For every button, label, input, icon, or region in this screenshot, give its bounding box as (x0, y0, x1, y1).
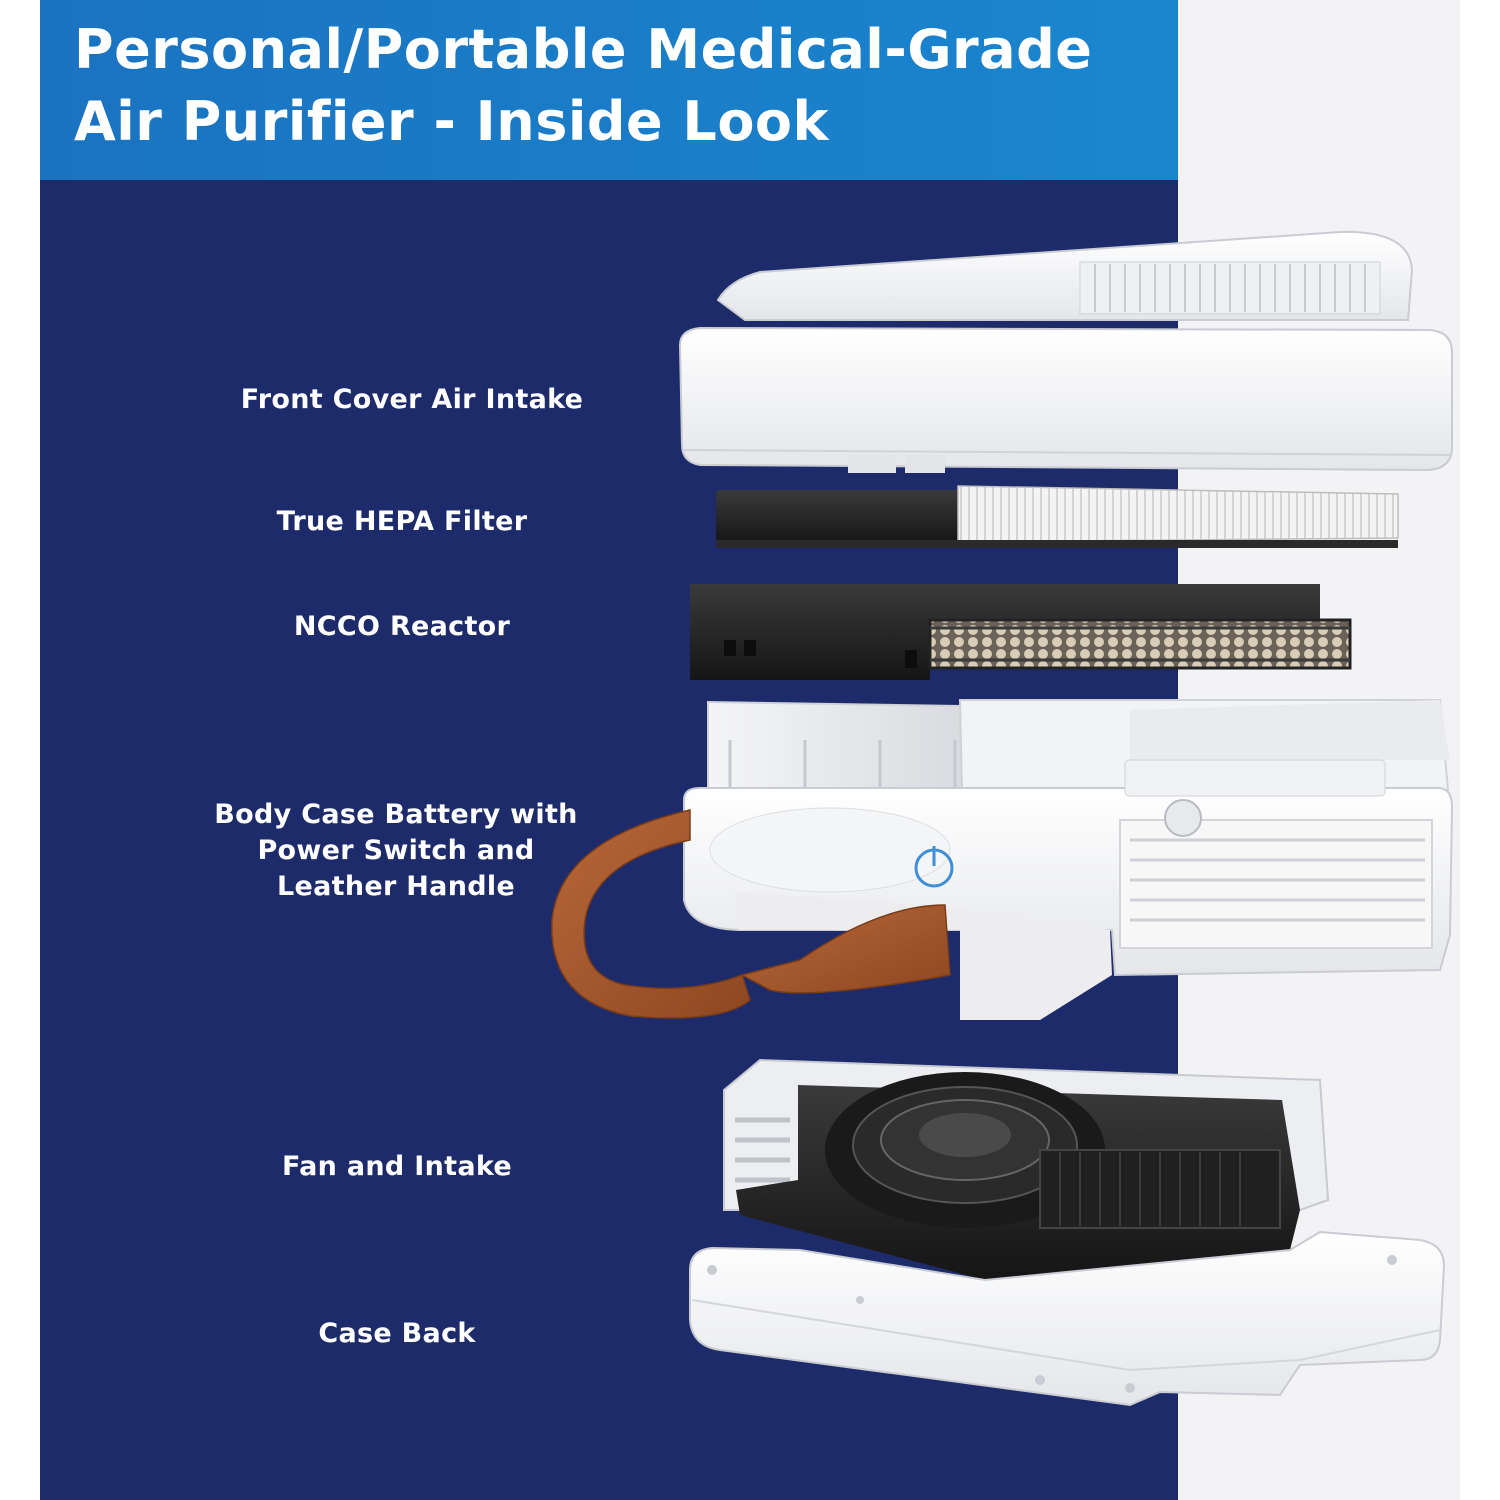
title-line-2: Air Purifier - Inside Look (74, 90, 829, 153)
label-front-cover: Front Cover Air Intake (240, 384, 584, 415)
label-hepa-filter: True HEPA Filter (276, 506, 528, 537)
hepa-filter-part (716, 485, 1399, 548)
title-banner (40, 0, 1178, 180)
ncco-reactor-part (690, 584, 1352, 680)
case-back-part (689, 1230, 1446, 1407)
label-body-case: Body Case Battery with Power Switch and … (186, 797, 606, 905)
label-body-case-line-2: Power Switch and (257, 835, 535, 866)
label-body-case-line-1: Body Case Battery with (214, 799, 578, 830)
label-ncco-reactor: NCCO Reactor (293, 611, 511, 642)
body-case-part (551, 699, 1454, 1020)
title-line-1: Personal/Portable Medical-Grade (74, 18, 1093, 81)
power-icon (914, 846, 954, 888)
label-body-case-line-3: Leather Handle (276, 871, 516, 902)
fan-part (723, 1058, 1330, 1280)
label-fan: Fan and Intake (281, 1151, 512, 1182)
page-title: Personal/Portable Medical-Grade Air Puri… (74, 14, 1154, 158)
label-case-back: Case Back (318, 1318, 476, 1349)
front-cover-part (678, 230, 1453, 473)
